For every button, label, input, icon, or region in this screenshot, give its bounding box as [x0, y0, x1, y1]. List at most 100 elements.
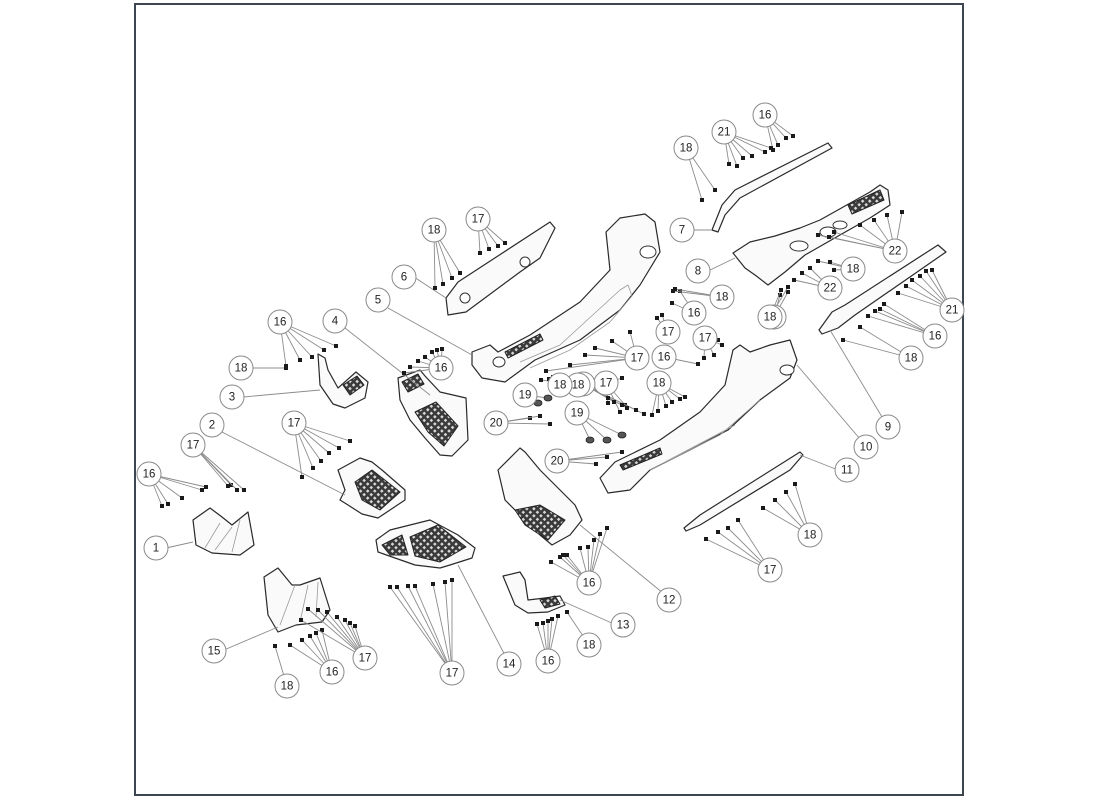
part-3-step-bracket[interactable]	[317, 353, 369, 409]
push-pin-icon	[273, 644, 277, 648]
callout-circle	[391, 264, 417, 290]
callout-18[interactable]: 18	[898, 345, 924, 371]
callout-18[interactable]: 18	[576, 632, 602, 658]
part-2-floor-tray[interactable]	[337, 457, 406, 519]
callout-circle	[875, 414, 901, 440]
callout-circle	[610, 612, 636, 638]
callout-5[interactable]: 5	[365, 287, 391, 313]
callout-10[interactable]: 10	[853, 434, 879, 460]
push-pin-icon	[547, 377, 551, 381]
callout-16[interactable]: 16	[922, 323, 948, 349]
callout-label: 11	[841, 465, 853, 477]
callout-17[interactable]: 17	[655, 319, 681, 345]
callout-15[interactable]: 15	[201, 638, 227, 664]
callout-18[interactable]: 18	[421, 217, 447, 243]
callout-22[interactable]: 22	[817, 275, 843, 301]
callout-17[interactable]: 17	[757, 557, 783, 583]
callout-1[interactable]: 1	[143, 535, 169, 561]
callout-19[interactable]: 19	[512, 382, 538, 408]
clip-icon	[792, 278, 796, 282]
screw-icon	[556, 614, 560, 618]
callout-18[interactable]: 18	[673, 135, 699, 161]
callout-label: 10	[860, 442, 873, 454]
callout-18[interactable]: 18	[840, 256, 866, 282]
screw-icon	[763, 150, 767, 154]
push-pin-icon	[841, 338, 845, 342]
part-5-left-sill-trim[interactable]	[471, 213, 661, 383]
callout-17[interactable]: 17	[439, 660, 465, 686]
fastener-leader	[545, 357, 638, 372]
part-11-lower-trim-strip[interactable]	[683, 451, 804, 532]
callout-17[interactable]: 17	[180, 432, 206, 458]
callout-13[interactable]: 13	[610, 612, 636, 638]
part-7-tunnel-rail[interactable]	[711, 142, 833, 233]
callout-17[interactable]: 17	[352, 645, 378, 671]
callout-circle	[483, 410, 509, 436]
push-pin-icon	[433, 286, 437, 290]
callout-18[interactable]: 18	[274, 673, 300, 699]
callout-17[interactable]: 17	[692, 325, 718, 351]
callout-label: 17	[187, 440, 200, 452]
callout-16[interactable]: 16	[681, 300, 707, 326]
callout-6[interactable]: 6	[391, 264, 417, 290]
part-15-footwell-panel[interactable]	[263, 567, 331, 633]
callout-18[interactable]: 18	[646, 370, 672, 396]
callout-label: 18	[428, 225, 441, 237]
callout-18[interactable]: 18	[547, 372, 573, 398]
callout-8[interactable]: 8	[685, 258, 711, 284]
screw-icon	[310, 355, 314, 359]
callout-16[interactable]: 16	[319, 659, 345, 685]
clip-icon	[299, 618, 303, 622]
callout-18[interactable]: 18	[565, 372, 591, 398]
screw-icon	[430, 350, 434, 354]
part-12-rear-well-tray[interactable]	[497, 447, 583, 546]
callout-14[interactable]: 14	[496, 651, 522, 677]
part-13-step-bracket[interactable]	[502, 571, 566, 614]
callout-12[interactable]: 12	[656, 587, 682, 613]
callout-20[interactable]: 20	[544, 448, 570, 474]
callout-21[interactable]: 21	[711, 119, 737, 145]
screw-icon	[918, 274, 922, 278]
callout-16[interactable]: 16	[136, 461, 162, 487]
callout-17[interactable]: 17	[624, 345, 650, 371]
callout-22[interactable]: 22	[882, 238, 908, 264]
callout-20[interactable]: 20	[483, 410, 509, 436]
screw-icon	[322, 348, 326, 352]
callout-label: 18	[281, 681, 294, 693]
callout-16[interactable]: 16	[267, 309, 293, 335]
callout-16[interactable]: 16	[428, 355, 454, 381]
callout-17[interactable]: 17	[465, 206, 491, 232]
callout-18[interactable]: 18	[757, 304, 783, 330]
part-1-footwell-panel[interactable]	[192, 507, 255, 556]
callout-label: 17	[600, 378, 613, 390]
callout-19[interactable]: 19	[564, 400, 590, 426]
callout-7[interactable]: 7	[669, 217, 695, 243]
callout-17[interactable]: 17	[593, 370, 619, 396]
clip-icon	[325, 610, 329, 614]
callout-11[interactable]: 11	[834, 457, 860, 483]
callout-18[interactable]: 18	[228, 355, 254, 381]
part-6-upper-trim-panel[interactable]	[445, 221, 556, 316]
part-14-floor-tray[interactable]	[375, 519, 476, 569]
part-10-right-sill-trim[interactable]	[599, 339, 798, 494]
callout-4[interactable]: 4	[322, 308, 348, 334]
callout-18[interactable]: 18	[797, 522, 823, 548]
clip-icon	[606, 396, 610, 400]
part-9-tunnel-rail[interactable]	[818, 244, 947, 335]
callout-circle	[180, 432, 206, 458]
fastener-leader	[432, 583, 453, 674]
callout-17[interactable]: 17	[281, 410, 307, 436]
callout-16[interactable]: 16	[576, 570, 602, 596]
callout-21[interactable]: 21	[939, 297, 965, 323]
callout-16[interactable]: 16	[535, 648, 561, 674]
callout-2[interactable]: 2	[199, 412, 225, 438]
callout-18[interactable]: 18	[709, 284, 735, 310]
part-4-rear-well-tray[interactable]	[397, 369, 469, 457]
callout-label: 8	[695, 266, 701, 278]
callout-3[interactable]: 3	[219, 384, 245, 410]
callout-16[interactable]: 16	[651, 344, 677, 370]
clip-icon	[620, 376, 624, 380]
callout-9[interactable]: 9	[875, 414, 901, 440]
callout-16[interactable]: 16	[752, 102, 778, 128]
